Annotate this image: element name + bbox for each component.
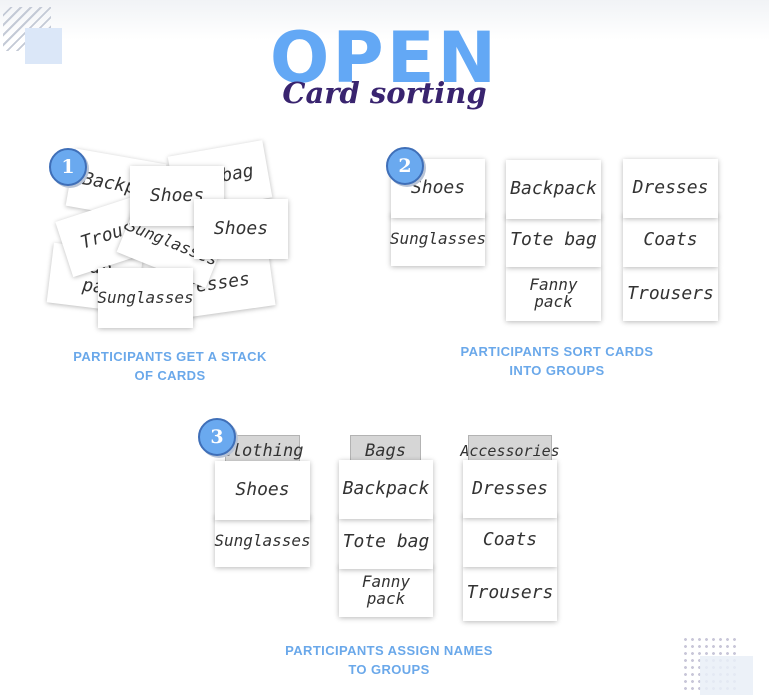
named-card: Sunglasses: [214, 515, 311, 567]
stack-card-shoes-front: Shoes: [194, 199, 288, 259]
sorted-card: Trousers: [623, 267, 718, 321]
sorted-card: Dresses: [623, 159, 718, 218]
caption-line: PARTICIPANTS SORT CARDS: [460, 344, 654, 359]
stack-card-sunglasses-front: Sunglasses: [97, 268, 194, 328]
step-3-badge: 3: [198, 418, 236, 456]
sorted-card: Tote bag: [506, 214, 601, 267]
caption-line: INTO GROUPS: [509, 363, 605, 378]
page-subtitle: Card sorting: [282, 76, 487, 110]
named-card: Dresses: [463, 460, 557, 518]
named-card: Tote bag: [339, 515, 433, 569]
decorative-square: [700, 656, 753, 695]
step-1-badge: 1: [49, 148, 87, 186]
step-2-caption: PARTICIPANTS SORT CARDS INTO GROUPS: [447, 342, 667, 380]
caption-line: TO GROUPS: [348, 662, 430, 677]
named-card: Trousers: [463, 566, 557, 621]
caption-line: OF CARDS: [134, 368, 206, 383]
sorted-card: Backpack: [506, 160, 601, 219]
sorted-card: Shoes: [391, 159, 485, 218]
caption-line: PARTICIPANTS GET A STACK: [73, 349, 267, 364]
step-3-caption: PARTICIPANTS ASSIGN NAMES TO GROUPS: [264, 641, 514, 679]
page-title: OPEN: [269, 17, 500, 99]
top-bar: [0, 0, 769, 40]
step-1-caption: PARTICIPANTS GET A STACK OF CARDS: [60, 347, 280, 385]
decorative-square: [25, 28, 62, 64]
caption-line: PARTICIPANTS ASSIGN NAMES: [285, 643, 493, 658]
sorted-card: Coats: [623, 214, 718, 267]
sorted-card: Fanny pack: [506, 266, 601, 321]
step-2-badge: 2: [386, 147, 424, 185]
named-card: Fanny pack: [339, 565, 433, 617]
named-card: Coats: [463, 514, 557, 567]
sorted-card: Sunglasses: [390, 213, 486, 266]
named-card: Backpack: [339, 460, 433, 519]
named-card: Shoes: [215, 461, 310, 520]
